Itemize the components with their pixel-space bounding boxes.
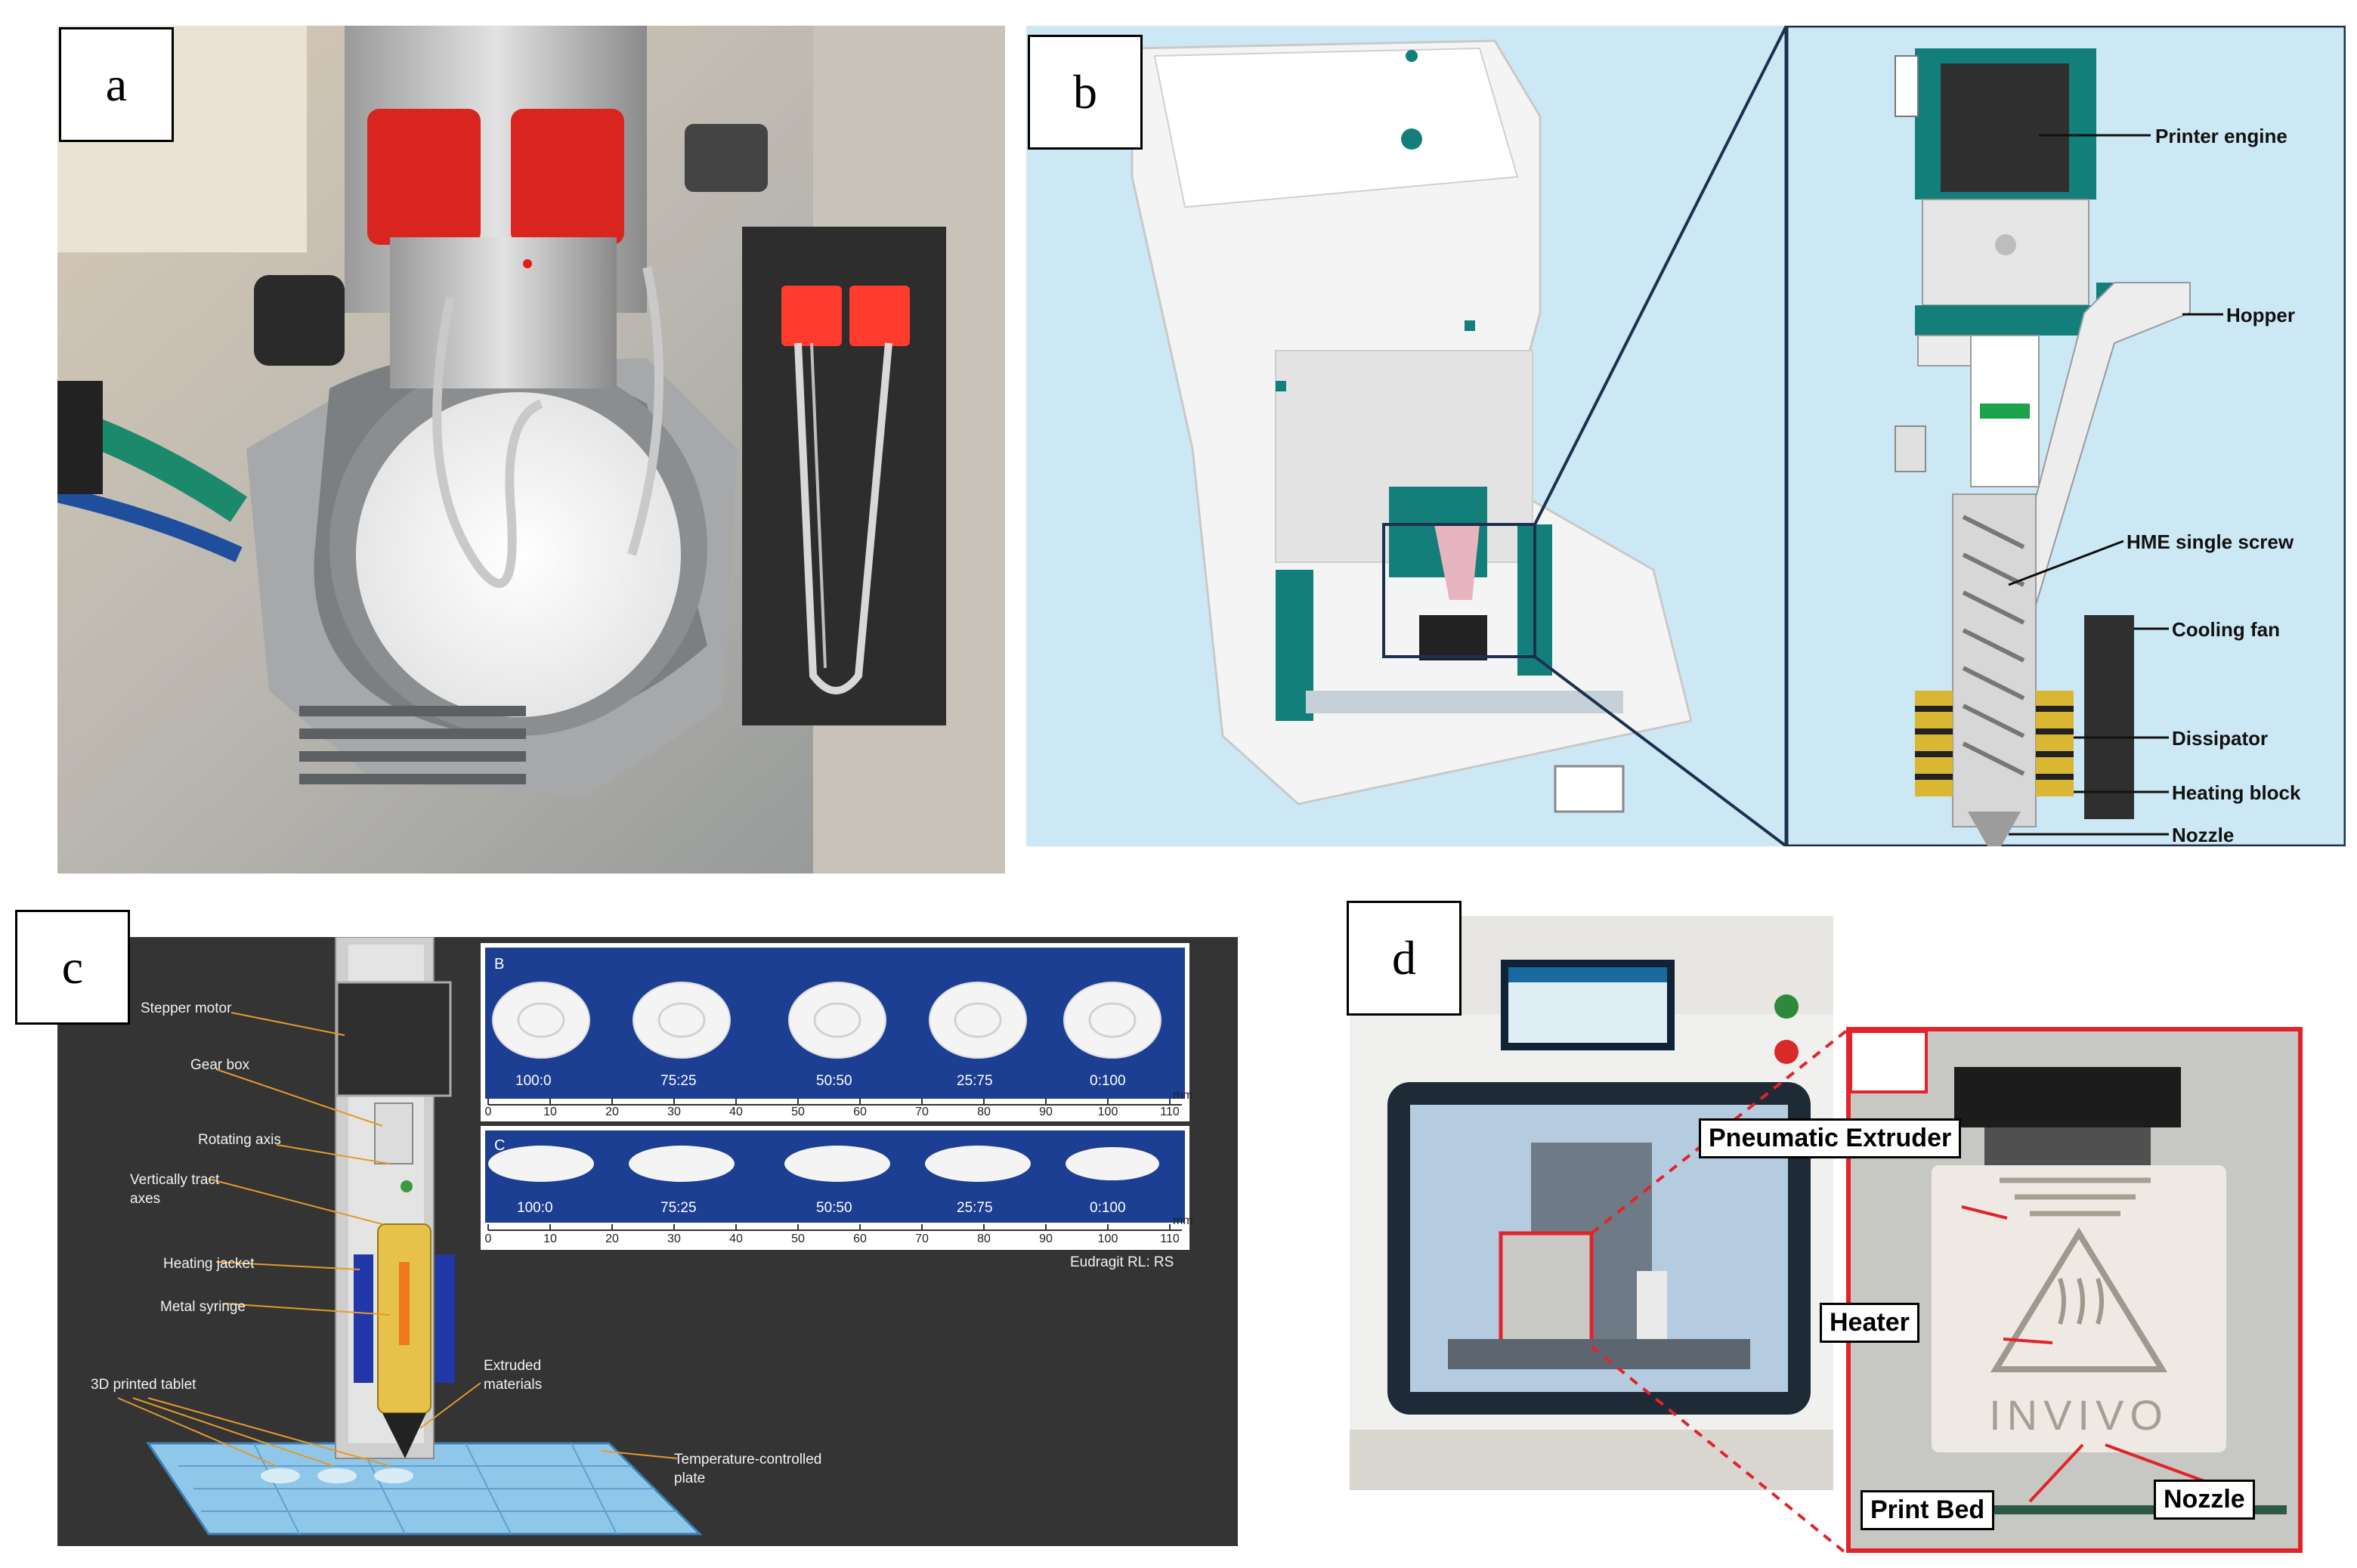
label-vertically-tract: Vertically tract [130, 1172, 220, 1188]
ruler-tick-label: 80 [977, 1106, 991, 1118]
panel-a-photo [57, 26, 1005, 874]
tag-print-bed: Print Bed [1861, 1490, 1995, 1530]
ratio-bottom-2: 75:25 [660, 1200, 697, 1216]
ruler-bottom: 0 10 20 30 40 50 60 70 80 90 100 110 mm [485, 1214, 1193, 1245]
ratio-top-2: 75:25 [660, 1073, 697, 1089]
ruler-tick-label: 60 [853, 1106, 867, 1118]
label-materials: materials [484, 1377, 542, 1393]
ruler-tick-label: 70 [915, 1106, 929, 1118]
panel-a-letter: a [59, 27, 174, 142]
ruler-tick-label: 90 [1039, 1106, 1053, 1118]
panel-a [57, 26, 1005, 874]
ruler-tick-label: 70 [915, 1232, 929, 1245]
ruler-tick-label: 100 [1098, 1232, 1118, 1245]
caption-eudragit: Eudragit RL: RS [1070, 1254, 1174, 1270]
tag-pneumatic-extruder: Pneumatic Extruder [1699, 1118, 1962, 1158]
panel-c-letter: c [15, 910, 130, 1025]
ratio-bottom-3: 50:50 [816, 1200, 852, 1216]
invivo-brand: INVIVO [1989, 1391, 2169, 1439]
ratio-top-5: 0:100 [1090, 1073, 1126, 1089]
label-temperature-controlled: Temperature-controlled [674, 1452, 821, 1467]
ratio-bottom-4: 25:75 [957, 1200, 993, 1216]
ruler-top: 0 10 20 30 40 50 60 70 80 90 100 110 mm [485, 1089, 1193, 1118]
ruler-unit: mm [1173, 1214, 1193, 1227]
ruler-tick-label: 40 [729, 1232, 743, 1245]
panel-c: Stepper motor Gear box Rotating axis Ver… [57, 937, 1238, 1546]
ruler-tick-label: 100 [1098, 1106, 1118, 1118]
ratio-top-4: 25:75 [957, 1073, 993, 1089]
panel-b-letter: b [1028, 35, 1143, 150]
label-heating-block: Heating block [2172, 781, 2301, 804]
tag-heater: Heater [1820, 1303, 1919, 1343]
label-rotating-axis: Rotating axis [198, 1132, 281, 1148]
ruler-tick-label: 20 [605, 1232, 619, 1245]
ruler-unit: mm [1173, 1089, 1193, 1102]
label-extruded: Extruded [484, 1358, 541, 1374]
label-axes: axes [130, 1191, 160, 1207]
ruler-tick-label: 60 [853, 1232, 867, 1245]
ratio-bottom-1: 100:0 [517, 1200, 553, 1216]
label-metal-syringe: Metal syringe [160, 1299, 246, 1315]
panel-d: INVIVO Pneumatic Extruder Heater Print B… [1350, 916, 2309, 1555]
ruler-tick-label: 50 [791, 1106, 805, 1118]
ruler-tick-label: 90 [1039, 1232, 1053, 1245]
ruler-tick-label: 30 [667, 1232, 681, 1245]
ruler-tick-label: 50 [791, 1232, 805, 1245]
label-cooling-fan: Cooling fan [2172, 618, 2280, 641]
inset-b-letter: B [494, 956, 504, 973]
label-hme-single-screw: HME single screw [2127, 530, 2294, 553]
panel-b: Printer engine Hopper HME single screw C… [1026, 26, 2346, 846]
label-stepper-motor: Stepper motor [141, 1000, 232, 1016]
panel-c-diagram: Stepper motor Gear box Rotating axis Ver… [57, 937, 1238, 1546]
panel-b-diagram: Printer engine Hopper HME single screw C… [1026, 26, 2346, 846]
inset-c-letter: C [494, 1137, 505, 1154]
label-nozzle: Nozzle [2172, 824, 2234, 846]
label-plate: plate [674, 1471, 705, 1486]
tag-nozzle: Nozzle [2154, 1480, 2255, 1520]
label-dissipator: Dissipator [2172, 727, 2268, 750]
ruler-tick-label: 20 [605, 1106, 619, 1118]
ratio-top-3: 50:50 [816, 1073, 852, 1089]
ruler-tick-label: 10 [543, 1232, 557, 1245]
label-printer-engine: Printer engine [2155, 125, 2287, 147]
label-gear-box: Gear box [190, 1057, 250, 1073]
ruler-tick-label: 80 [977, 1232, 991, 1245]
ruler-tick-label: 0 [485, 1106, 492, 1118]
ruler-tick-label: 10 [543, 1106, 557, 1118]
ratio-top-1: 100:0 [515, 1073, 552, 1089]
ratio-bottom-5: 0:100 [1090, 1200, 1126, 1216]
label-hopper: Hopper [2226, 304, 2295, 326]
panel-d-letter: d [1347, 901, 1462, 1016]
label-3d-printed-tablet: 3D printed tablet [91, 1377, 196, 1393]
ruler-tick-label: 30 [667, 1106, 681, 1118]
label-heating-jacket: Heating jacket [163, 1256, 255, 1272]
ruler-tick-label: 0 [485, 1232, 492, 1245]
ruler-tick-label: 110 [1160, 1232, 1180, 1245]
ruler-tick-label: 110 [1160, 1106, 1180, 1118]
ruler-tick-label: 40 [729, 1106, 743, 1118]
panel-d-photo: INVIVO [1350, 916, 2309, 1555]
